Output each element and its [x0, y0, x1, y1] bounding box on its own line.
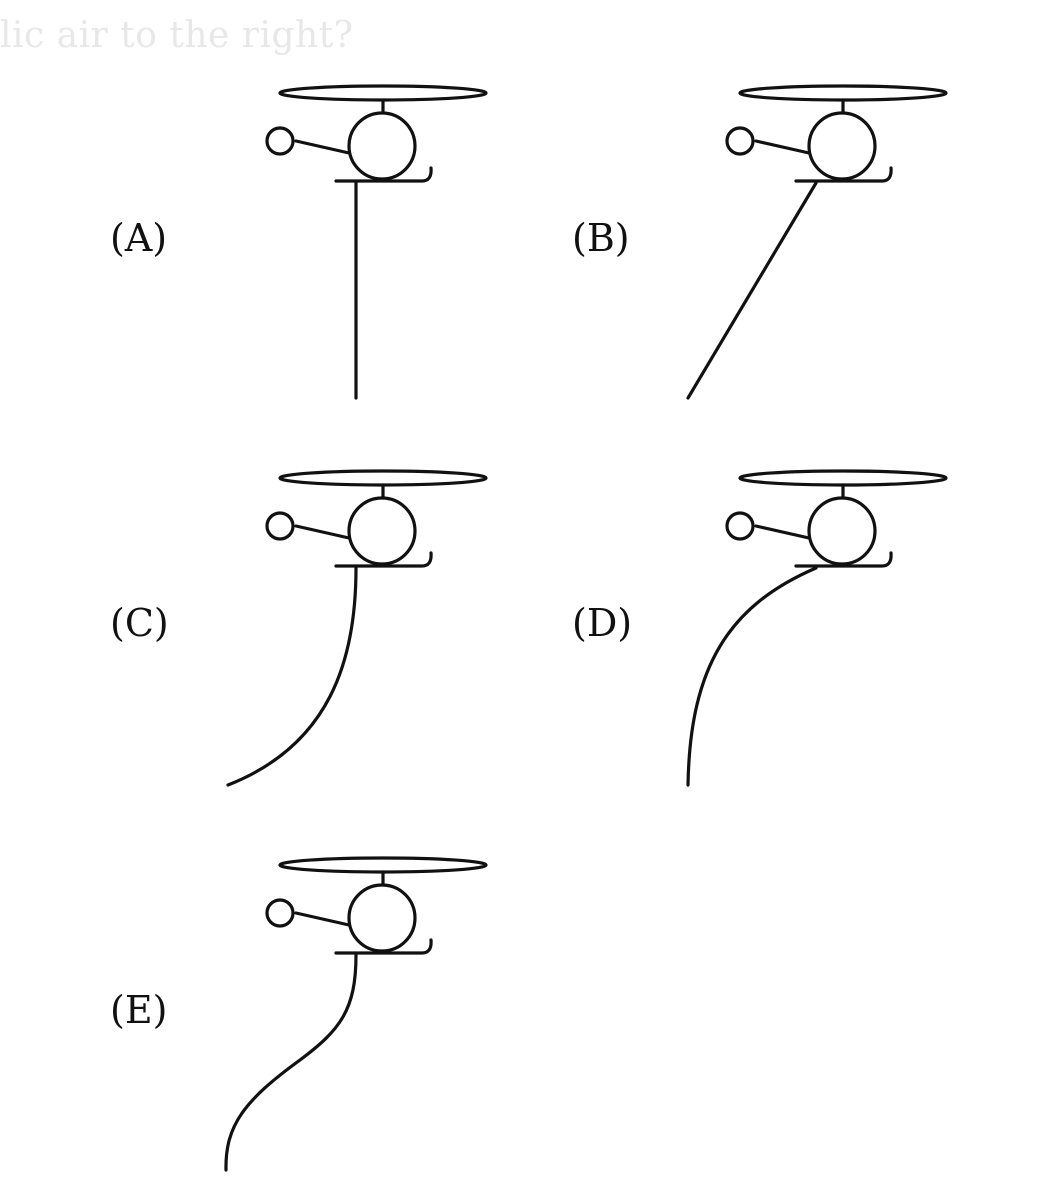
- helicopter-icon: [725, 469, 948, 568]
- option-label-b: (B): [572, 216, 630, 260]
- option-label-c: (C): [110, 601, 169, 645]
- rope-d: [686, 566, 818, 787]
- option-label-d: (D): [572, 601, 633, 645]
- rope-b: [686, 181, 818, 400]
- question-fragment: lic air to the right?: [0, 15, 354, 56]
- helicopter-icon: [265, 469, 488, 568]
- helicopter-icon: [265, 856, 488, 955]
- helicopter-icon: [725, 84, 948, 183]
- option-label-a: (A): [110, 216, 168, 260]
- option-label-e: (E): [110, 988, 168, 1032]
- rope-c: [226, 566, 358, 787]
- rope-e: [224, 953, 358, 1172]
- helicopter-icon: [265, 84, 488, 183]
